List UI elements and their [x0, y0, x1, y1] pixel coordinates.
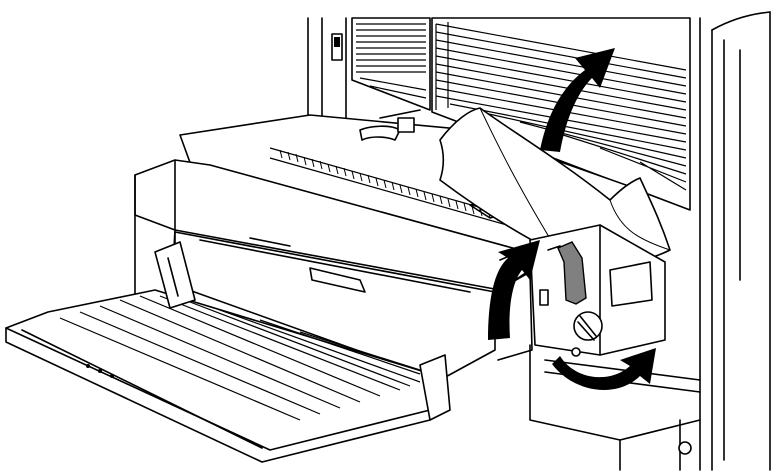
fuser-knob [571, 311, 603, 357]
curved-arrow-clockwise-icon [552, 348, 656, 390]
printer-upper-body [307, 11, 771, 471]
curved-arrow-up-icon [488, 240, 540, 340]
jammed-paper [439, 107, 671, 264]
side-mechanism [529, 224, 701, 471]
curved-arrow-up-right-icon [540, 48, 615, 152]
paper-tray [5, 241, 451, 463]
release-lever [557, 241, 587, 305]
power-switch [331, 33, 343, 61]
